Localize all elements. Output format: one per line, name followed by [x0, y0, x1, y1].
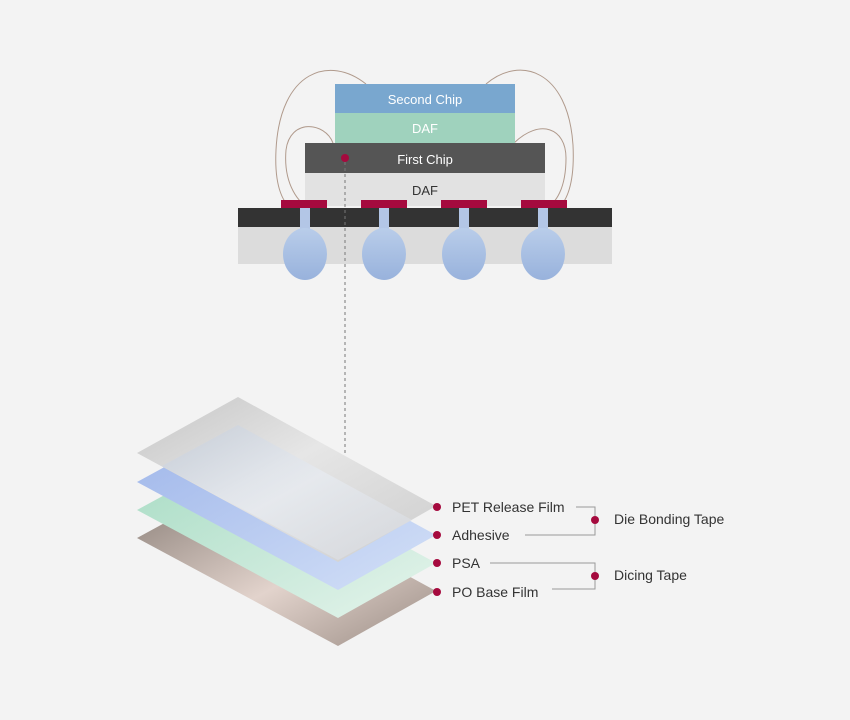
adhesive-label: Adhesive: [452, 527, 510, 543]
wire-outer-right: [485, 69, 574, 209]
daf-upper-layer: [335, 113, 515, 143]
chip-stack: Second Chip DAF First Chip DAF: [238, 69, 612, 280]
dicing-tape-label: Dicing Tape: [614, 567, 687, 583]
bond-pad: [521, 200, 567, 208]
wire-outer-left: [275, 69, 367, 209]
die-bonding-tape-label: Die Bonding Tape: [614, 511, 724, 527]
po-base-film-label: PO Base Film: [452, 584, 538, 600]
dicing-marker: [591, 572, 599, 580]
pet-release-film-label: PET Release Film: [452, 499, 565, 515]
solder-bump: [362, 208, 406, 280]
solder-bump: [521, 208, 565, 280]
pet-marker: [433, 503, 441, 511]
solder-bump: [442, 208, 486, 280]
bond-pads: [281, 200, 567, 208]
psa-marker: [433, 559, 441, 567]
die-bonding-marker: [591, 516, 599, 524]
first-chip-marker: [341, 154, 349, 162]
bond-pad: [441, 200, 487, 208]
po-marker: [433, 588, 441, 596]
film-labels: PET Release Film Adhesive PSA PO Base Fi…: [433, 499, 724, 600]
adhesive-marker: [433, 531, 441, 539]
second-chip-label: Second Chip: [388, 92, 462, 107]
bond-pad: [361, 200, 407, 208]
psa-label: PSA: [452, 555, 481, 571]
substrate-top: [238, 208, 612, 227]
daf-upper-label: DAF: [412, 121, 438, 136]
second-chip-layer: [335, 84, 515, 113]
pet-release-film-inner: [162, 425, 412, 560]
daf-lower-label: DAF: [412, 183, 438, 198]
bond-pad: [281, 200, 327, 208]
first-chip-label: First Chip: [397, 152, 453, 167]
wire-inner-right: [513, 128, 567, 209]
film-stack: [137, 397, 436, 646]
solder-bumps: [283, 208, 565, 280]
solder-bump: [283, 208, 327, 280]
